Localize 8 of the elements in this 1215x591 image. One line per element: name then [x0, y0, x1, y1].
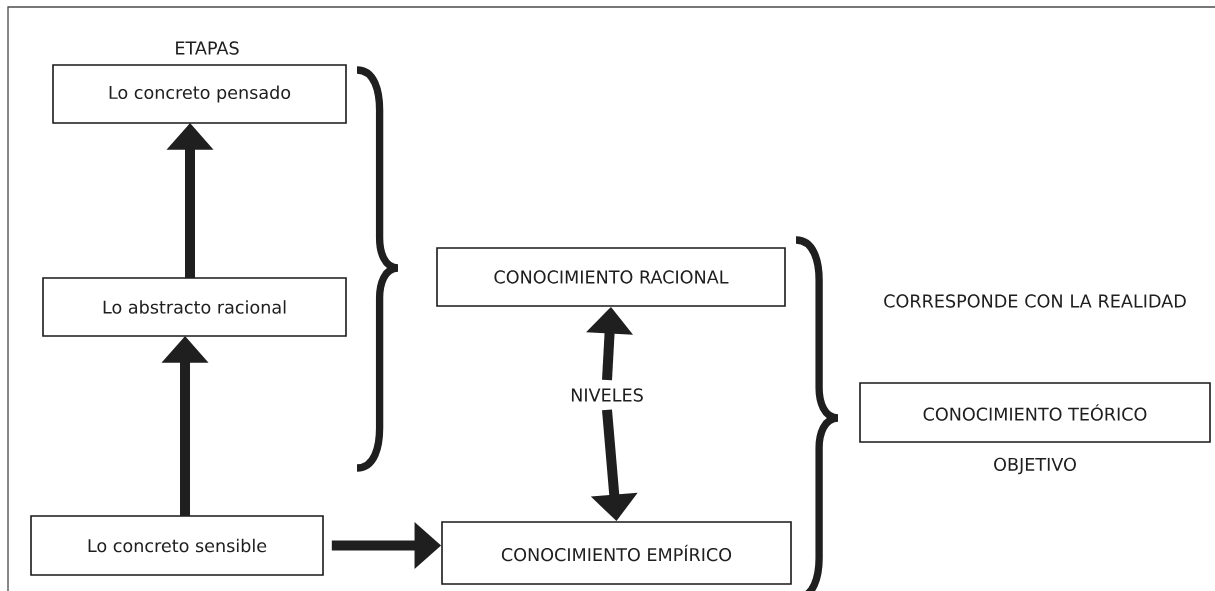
level-label: NIVELES [571, 388, 643, 402]
text-label: CORRESPONDE CON LA REALIDAD [884, 294, 1186, 308]
text-box: Lo concreto pensado [52, 64, 347, 124]
text-box: CONOCIMIENTO RACIONAL [436, 247, 786, 307]
text-box: Lo concreto sensible [30, 515, 324, 576]
text-box: CONOCIMIENTO EMPÍRICO [441, 521, 792, 585]
text-box: Lo abstracto racional [42, 277, 347, 337]
text-box: CONOCIMIENTO TEÓRICO [859, 382, 1211, 443]
